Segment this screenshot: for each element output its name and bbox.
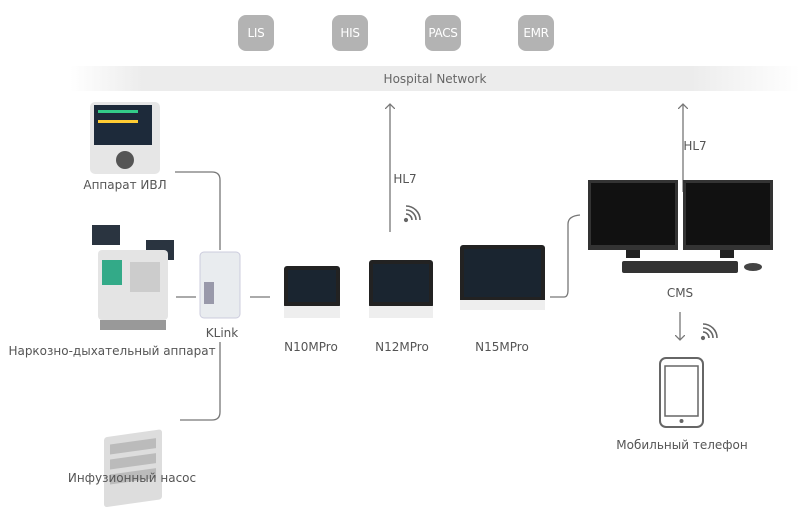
hl7-label-left: HL7	[393, 172, 417, 186]
wifi-icon	[403, 205, 421, 223]
mobile-phone-image	[659, 357, 704, 428]
n10mpro-label: N10MPro	[284, 340, 338, 354]
n15mpro-image	[460, 245, 545, 310]
hospital-network-label: Hospital Network	[383, 71, 487, 86]
pacs-box: PACS	[425, 15, 461, 51]
n12mpro-label: N12MPro	[375, 340, 429, 354]
anesthesia-label: Наркозно-дыхательный аппарат	[8, 344, 216, 358]
connector-pump	[180, 342, 221, 421]
cms-workstation-image	[588, 180, 773, 273]
pump-label: Инфузионный насос	[67, 471, 197, 485]
lis-box: LIS	[238, 15, 274, 51]
ventilator-label: Аппарат ИВЛ	[83, 178, 167, 192]
connector-cms	[550, 214, 581, 298]
anesthesia-machine-image	[92, 225, 174, 330]
cms-label: CMS	[666, 286, 694, 300]
hospital-network-bar: Hospital Network	[70, 66, 800, 91]
n12mpro-image	[369, 260, 433, 318]
connector-ventilator	[175, 171, 221, 250]
hl7-label-right: HL7	[683, 139, 707, 153]
infusion-pump-image	[104, 429, 162, 507]
emr-box: EMR	[518, 15, 554, 51]
n15mpro-label: N15MPro	[475, 340, 529, 354]
mobile-label: Мобильный телефон	[616, 438, 748, 452]
n10mpro-image	[284, 266, 340, 318]
his-box: HIS	[332, 15, 368, 51]
wifi-icon	[700, 323, 718, 341]
ventilator-image	[90, 102, 160, 174]
klink-image	[199, 251, 241, 319]
klink-label: KLink	[205, 326, 239, 340]
